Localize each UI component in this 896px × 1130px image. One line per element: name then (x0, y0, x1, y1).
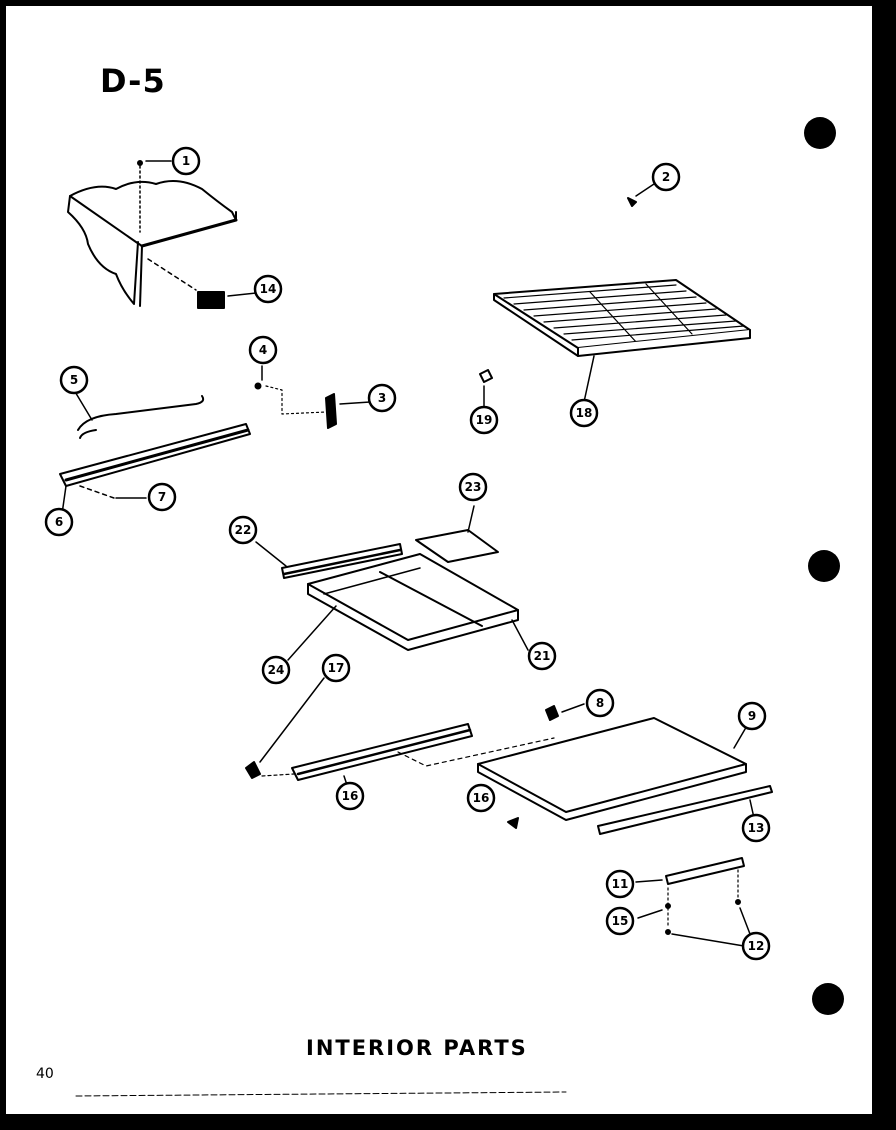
callout-14-circle (253, 274, 283, 304)
part-8-clip (545, 703, 585, 721)
callout-24: 24 (268, 663, 285, 677)
part-18-wire-shelves (493, 279, 751, 403)
exploded-parts-diagram: 1 2 3 4 5 6 7 8 9 11 12 13 14 15 16 16 1… (44, 117, 844, 1097)
part-11-bracket (635, 857, 745, 885)
part-5-trim-strip (73, 389, 205, 439)
leader-14-line (227, 292, 257, 297)
callout-22-circle (228, 515, 258, 545)
sheet-id: D-5 (100, 62, 166, 100)
callout-2-circle (651, 162, 681, 192)
callout-13-circle (741, 813, 771, 843)
callout-19: 19 (476, 413, 493, 427)
callout-18-circle (569, 398, 599, 428)
part-21-shelf-frame (287, 553, 529, 661)
part-4-screw (254, 365, 263, 390)
callout-23-circle (458, 472, 488, 502)
callout-19-circle (469, 405, 499, 435)
callout-21: 21 (534, 649, 551, 663)
cabinet-corner (67, 179, 238, 307)
callout-11: 11 (612, 877, 629, 891)
callout-11-circle (605, 869, 635, 899)
page-number: 40 (36, 1066, 54, 1082)
callout-15: 15 (612, 914, 629, 928)
callout-1: 1 (182, 154, 190, 168)
part-23-cover-plate (415, 505, 499, 563)
callout-9-circle (737, 701, 767, 731)
callout-9: 9 (748, 709, 756, 723)
part-22-shelf-trim (255, 541, 403, 579)
diagram-caption: INTERIOR PARTS (306, 1036, 528, 1060)
parts-diagram-page: D-5 (6, 6, 872, 1114)
binder-hole-top (804, 117, 836, 149)
callout-12: 12 (748, 939, 765, 953)
leader-part-7-dashed (79, 485, 115, 499)
callout-16a: 16 (342, 789, 359, 803)
binder-hole-middle (808, 550, 840, 582)
callout-21-circle (527, 641, 557, 671)
callout-6: 6 (55, 515, 63, 529)
callout-5: 5 (70, 373, 78, 387)
callout-7-circle (147, 482, 177, 512)
part-15-12-screws (637, 869, 751, 947)
binder-hole-bottom (812, 983, 844, 1015)
part-6-rail (59, 423, 251, 515)
part-18-clip (507, 817, 519, 829)
callout-8-circle (585, 688, 615, 718)
callout-3: 3 (378, 391, 386, 405)
callout-23: 23 (465, 480, 482, 494)
callout-14: 14 (260, 282, 277, 296)
callout-17-circle (321, 653, 351, 683)
callout-4: 4 (259, 343, 267, 357)
callout-17: 17 (328, 661, 345, 675)
callout-5-circle (59, 365, 89, 395)
leader-part-14-dashed (147, 258, 197, 291)
part-3-bracket (325, 393, 371, 429)
part-17-screw (245, 677, 325, 779)
callout-16b: 16 (473, 791, 490, 805)
callout-16b-circle (466, 783, 496, 813)
callout-7: 7 (158, 490, 166, 504)
callout-22: 22 (235, 523, 252, 537)
callout-3-circle (367, 383, 397, 413)
callout-16a-circle (335, 781, 365, 811)
part-2-clip (627, 183, 655, 207)
leader-17-dashed (261, 773, 295, 777)
callout-24-circle (261, 655, 291, 685)
callout-1-circle (171, 146, 201, 176)
scan-line (75, 1091, 567, 1097)
part-14-light-cover (197, 291, 225, 309)
callout-13: 13 (748, 821, 765, 835)
callout-15-circle (605, 906, 635, 936)
callout-6-circle (44, 507, 74, 537)
leader-4-to-3 (265, 385, 327, 415)
leader-16-to-shelf (397, 737, 555, 767)
part-1-plug (137, 160, 143, 166)
callout-4-circle (248, 335, 278, 365)
part-19-clip (479, 369, 493, 407)
part-16-front-rail (291, 723, 473, 789)
callout-8: 8 (596, 696, 604, 710)
callout-2: 2 (662, 170, 670, 184)
callout-12-circle (741, 931, 771, 961)
callout-18: 18 (576, 406, 593, 420)
